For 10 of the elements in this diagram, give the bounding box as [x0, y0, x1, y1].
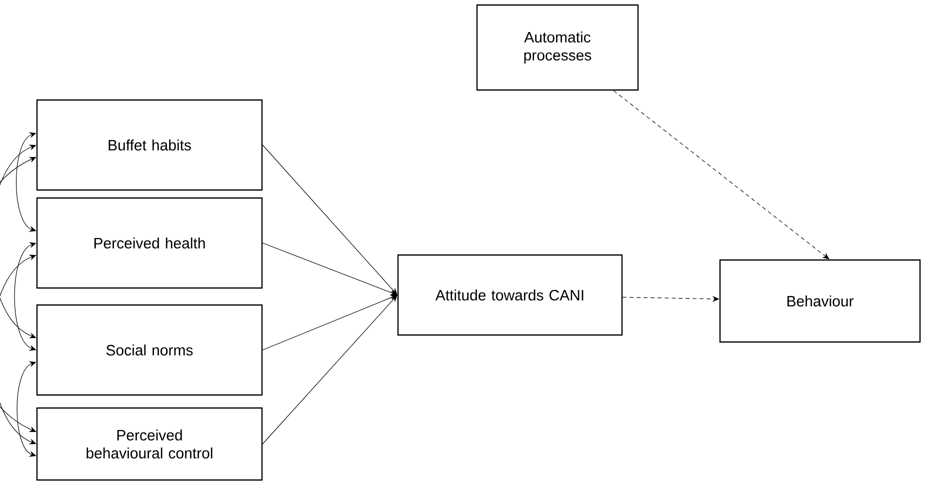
box: Automatic processes	[476, 4, 639, 91]
arrow	[262, 295, 398, 444]
box: Perceived health	[36, 197, 263, 289]
box: Social norms	[36, 304, 263, 396]
arrow	[613, 90, 830, 260]
box: Behaviour	[719, 259, 921, 343]
box: Attitude towards CANI	[397, 254, 623, 336]
box: Buffet habits	[36, 99, 263, 191]
box: Perceived behavioural control	[36, 407, 263, 481]
arrow	[262, 144, 398, 295]
